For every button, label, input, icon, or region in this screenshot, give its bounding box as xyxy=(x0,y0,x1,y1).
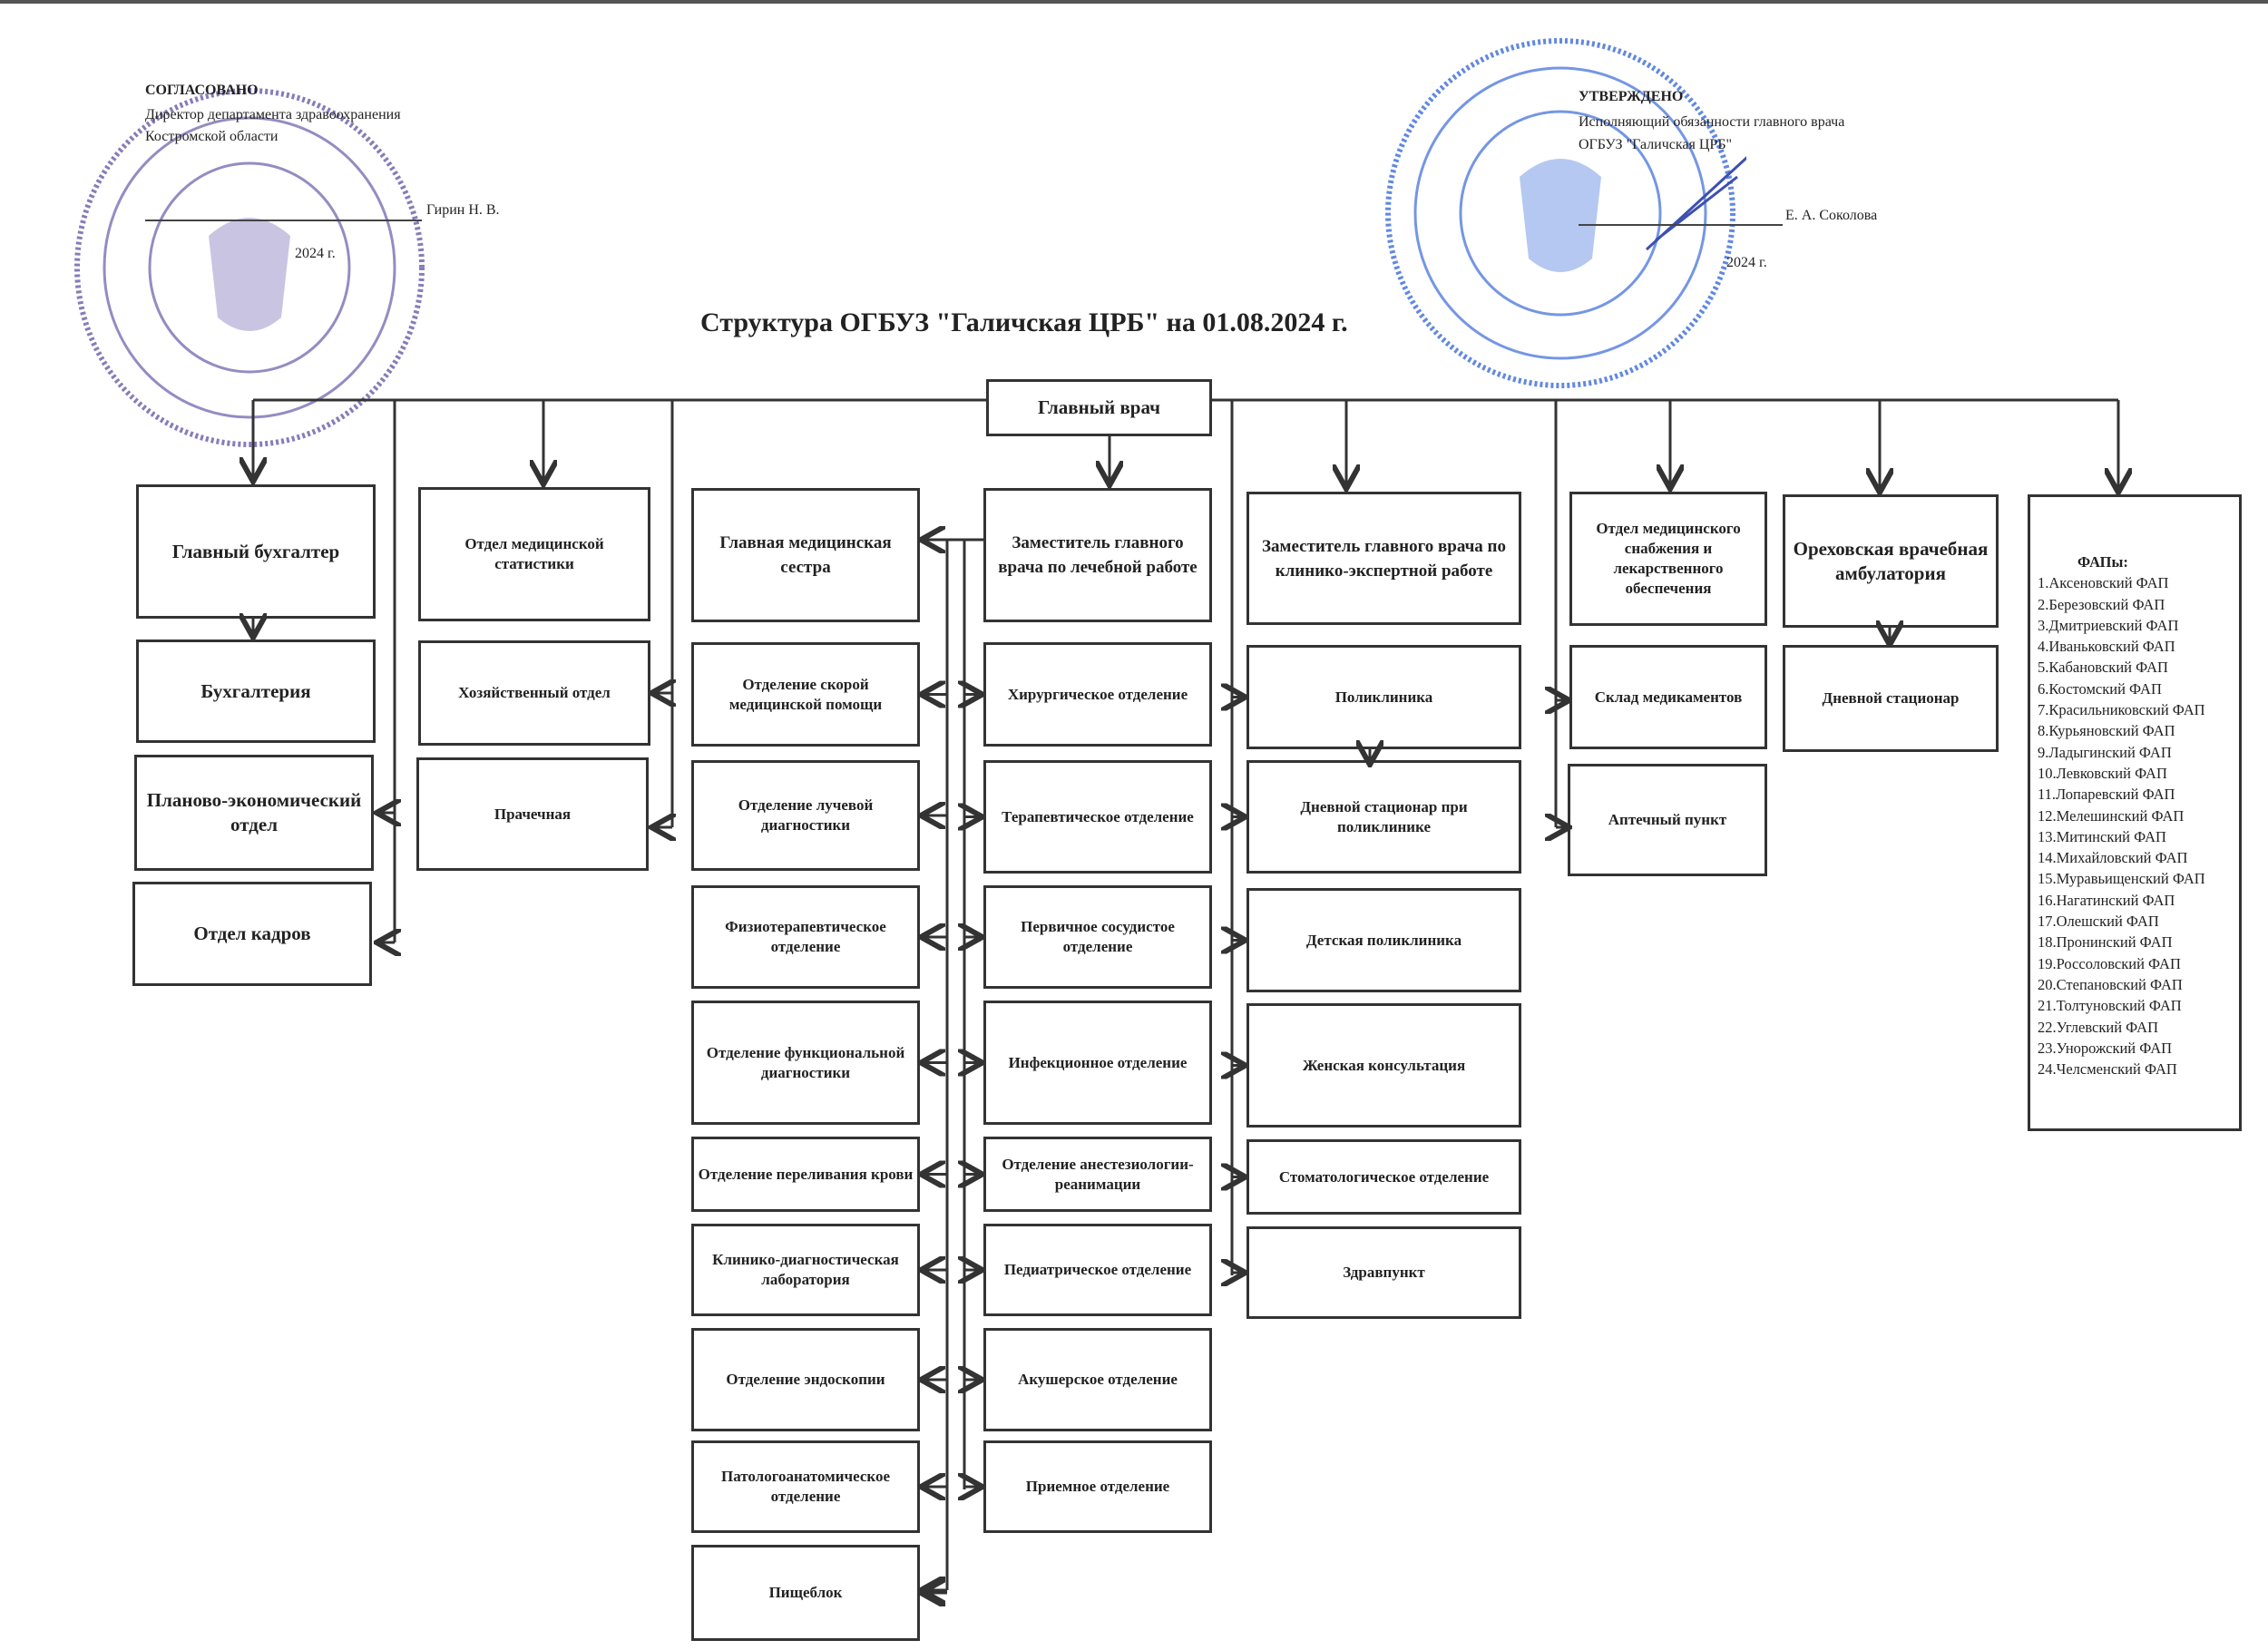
medicine-warehouse-box: Склад медикаментов xyxy=(1569,645,1767,749)
agreed-signer: Гирин Н. В. xyxy=(426,202,500,218)
agreed-date: 2024 г. xyxy=(295,246,336,261)
laundry-box: Прачечная xyxy=(416,757,649,871)
infectious-box: Инфекционное отделение xyxy=(983,1001,1212,1125)
fap-item: 9.Ладыгинский ФАП xyxy=(2038,743,2172,761)
catering-box: Пищеблок xyxy=(691,1545,920,1641)
medical-statistics-box: Отдел медицинской статистики xyxy=(418,487,650,621)
fap-item: 16.Нагатинский ФАП xyxy=(2038,891,2175,909)
polyclinic-box: Поликлиника xyxy=(1246,645,1521,749)
supply-dept-box: Отдел медицинского снабжения и лекарстве… xyxy=(1569,492,1767,626)
top-border xyxy=(0,0,2268,4)
agreed-heading: СОГЛАСОВАНО xyxy=(145,83,259,98)
fap-heading: ФАПы: xyxy=(2077,553,2128,571)
physiotherapy-box: Физиотерапевтическое отделение xyxy=(691,885,920,989)
approved-signer: Е. А. Соколова xyxy=(1785,208,1878,223)
approved-org: ОГБУЗ "Галичская ЦРБ" xyxy=(1579,137,1733,152)
fap-item: 23.Унорожский ФАП xyxy=(2038,1039,2173,1057)
obstetrics-box: Акушерское отделение xyxy=(983,1328,1212,1431)
fap-item: 24.Челсменский ФАП xyxy=(2038,1060,2177,1079)
polyclinic-day-hospital-box: Дневной стационар при поликлинике xyxy=(1246,760,1521,874)
ambulance-box: Отделение скорой медицинской помощи xyxy=(691,642,920,747)
approved-position: Исполняющий обязанности главного врача xyxy=(1579,114,1845,130)
functional-diagnostics-box: Отделение функциональной диагностики xyxy=(691,1001,920,1125)
hr-dept-box: Отдел кадров xyxy=(132,882,372,986)
day-hospital-box: Дневной стационар xyxy=(1783,645,1999,752)
agreed-region: Костромской области xyxy=(145,129,279,144)
fap-item: 1.Аксеновский ФАП xyxy=(2038,574,2169,592)
fap-item: 15.Муравьищенский ФАП xyxy=(2038,870,2205,888)
fap-list-box: ФАПы: 1.Аксеновский ФАП 2.Березовский ФАП… xyxy=(2028,494,2242,1131)
blood-transfusion-box: Отделение переливания крови xyxy=(691,1137,920,1212)
orekhovo-ambulatory-box: Ореховская врачебная амбулатория xyxy=(1783,494,1999,628)
fap-item: 20.Степановский ФАП xyxy=(2038,975,2183,993)
fap-item: 11.Лопаревский ФАП xyxy=(2038,786,2175,804)
fap-item: 10.Левковский ФАП xyxy=(2038,764,2167,782)
head-nurse-box: Главная медицинская сестра xyxy=(691,488,920,622)
fap-item: 4.Иваньковский ФАП xyxy=(2038,638,2175,656)
vascular-box: Первичное сосудистое отделение xyxy=(983,885,1212,989)
endoscopy-box: Отделение эндоскопии xyxy=(691,1328,920,1431)
right-stamp xyxy=(1385,38,1746,388)
fap-item: 7.Красильниковский ФАП xyxy=(2038,701,2205,719)
fap-item: 21.Толтуновский ФАП xyxy=(2038,997,2182,1015)
approved-signature-line xyxy=(1579,224,1783,226)
anesthesiology-box: Отделение анестезиологии-реанимации xyxy=(983,1137,1212,1212)
fap-item: 17.Олешский ФАП xyxy=(2038,913,2159,931)
page-title: Структура ОГБУЗ "Галичская ЦРБ" на 01.08… xyxy=(700,308,1348,337)
pharmacy-box: Аптечный пункт xyxy=(1568,764,1767,876)
fap-item: 6.Костомский ФАП xyxy=(2038,679,2162,698)
deputy-medical-box: Заместитель главного врача по лечебной р… xyxy=(983,488,1212,622)
fap-item: 5.Кабановский ФАП xyxy=(2038,659,2168,677)
surgery-box: Хирургическое отделение xyxy=(983,642,1212,747)
chief-accountant-box: Главный бухгалтер xyxy=(136,484,376,619)
left-stamp xyxy=(74,88,425,447)
therapy-box: Терапевтическое отделение xyxy=(983,760,1212,874)
fap-item: 2.Березовский ФАП xyxy=(2038,595,2165,613)
deputy-expert-box: Заместитель главного врача по клинико-эк… xyxy=(1246,492,1521,625)
approved-date: 2024 г. xyxy=(1726,255,1767,270)
agreed-signature-line xyxy=(145,220,422,221)
clinical-lab-box: Клинико-диагностическая лаборатория xyxy=(691,1224,920,1316)
health-post-box: Здравпункт xyxy=(1246,1226,1521,1319)
approved-heading: УТВЕРЖДЕНО xyxy=(1579,89,1684,104)
fap-item: 12.Мелешинский ФАП xyxy=(2038,806,2185,825)
womens-clinic-box: Женская консультация xyxy=(1246,1003,1521,1128)
chief-physician-box: Главный врач xyxy=(986,379,1212,436)
radiology-box: Отделение лучевой диагностики xyxy=(691,760,920,871)
dentistry-box: Стоматологическое отделение xyxy=(1246,1139,1521,1215)
fap-item: 19.Россоловский ФАП xyxy=(2038,954,2181,972)
pathology-box: Патологоанатомическое отделение xyxy=(691,1440,920,1533)
fap-item: 22.Углевский ФАП xyxy=(2038,1018,2158,1036)
fap-item: 14.Михайловский ФАП xyxy=(2038,849,2188,867)
planning-economic-dept-box: Планово-экономический отдел xyxy=(134,755,374,871)
pediatrics-box: Педиатрическое отделение xyxy=(983,1224,1212,1316)
children-polyclinic-box: Детская поликлиника xyxy=(1246,888,1521,992)
agreed-position: Директор департамента здравоохранения xyxy=(145,107,401,122)
fap-item: 18.Пронинский ФАП xyxy=(2038,933,2173,952)
fap-item: 3.Дмитриевский ФАП xyxy=(2038,616,2179,634)
fap-item: 8.Курьяновский ФАП xyxy=(2038,722,2175,740)
admission-box: Приемное отделение xyxy=(983,1440,1212,1533)
fap-item: 13.Митинский ФАП xyxy=(2038,827,2166,845)
maintenance-dept-box: Хозяйственный отдел xyxy=(418,640,650,746)
accounting-box: Бухгалтерия xyxy=(136,639,376,743)
